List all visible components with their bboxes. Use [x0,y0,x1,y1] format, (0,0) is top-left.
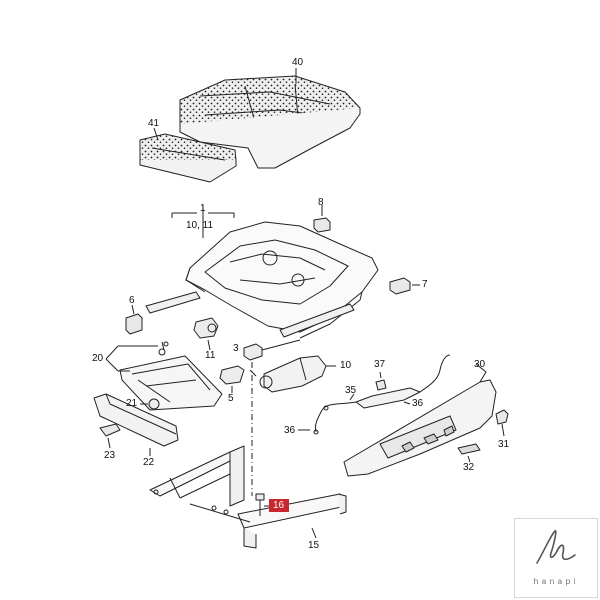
callout-36-right: 36 [412,398,424,409]
seat-cushion-part-40 [179,75,361,169]
clip-part-8 [313,205,331,233]
highlighted-part-badge: 16 [269,499,289,512]
callout-32: 32 [463,462,475,473]
clip-part-31 [495,409,509,437]
callout-20: 20 [92,353,104,364]
callout-10-11: 10, 11 [186,220,214,231]
callout-7: 7 [422,279,428,290]
bushing-part-11 [193,317,219,351]
clip-part-23 [99,423,121,449]
callout-21: 21 [126,398,138,409]
bracket-part-6 [125,304,143,335]
callout-37: 37 [374,359,386,370]
callout-35: 35 [345,385,357,396]
bracket-assembly-part-20 [105,341,223,411]
watermark-logo: hanapi [514,518,598,598]
nut-part-21 [140,398,160,410]
hanapi-logo-icon [536,530,576,564]
callout-40: 40 [292,57,304,68]
switch-part-32 [457,443,481,463]
callout-30: 30 [474,359,486,370]
callout-6: 6 [129,295,135,306]
seat-frame-part-1 [145,205,379,339]
callout-11: 11 [205,350,216,361]
side-trim-part-22 [93,393,179,456]
clip-part-5 [219,365,245,393]
callout-1: 1 [200,203,206,214]
motor-part-10 [249,355,336,393]
callout-15: 15 [308,540,320,551]
lower-frame-part-15 [149,445,347,549]
callout-5: 5 [228,393,234,404]
callout-16: 16 [273,500,285,511]
cushion-insert-part-41 [139,133,237,183]
callout-41: 41 [148,118,160,129]
side-panel-part-30 [343,363,497,477]
callout-31: 31 [498,439,510,450]
callout-10: 10 [340,360,352,371]
callout-3: 3 [233,343,239,354]
logo-wordmark: hanapi [533,577,579,586]
callout-22: 22 [143,457,155,468]
callout-23: 23 [104,450,116,461]
callout-36-left: 36 [284,425,296,436]
wiring-harness-part-35 [298,354,451,435]
callout-8: 8 [318,197,324,208]
cap-part-7 [389,277,420,295]
screw-part-3 [243,339,301,361]
bolt-part-16 [255,493,270,516]
